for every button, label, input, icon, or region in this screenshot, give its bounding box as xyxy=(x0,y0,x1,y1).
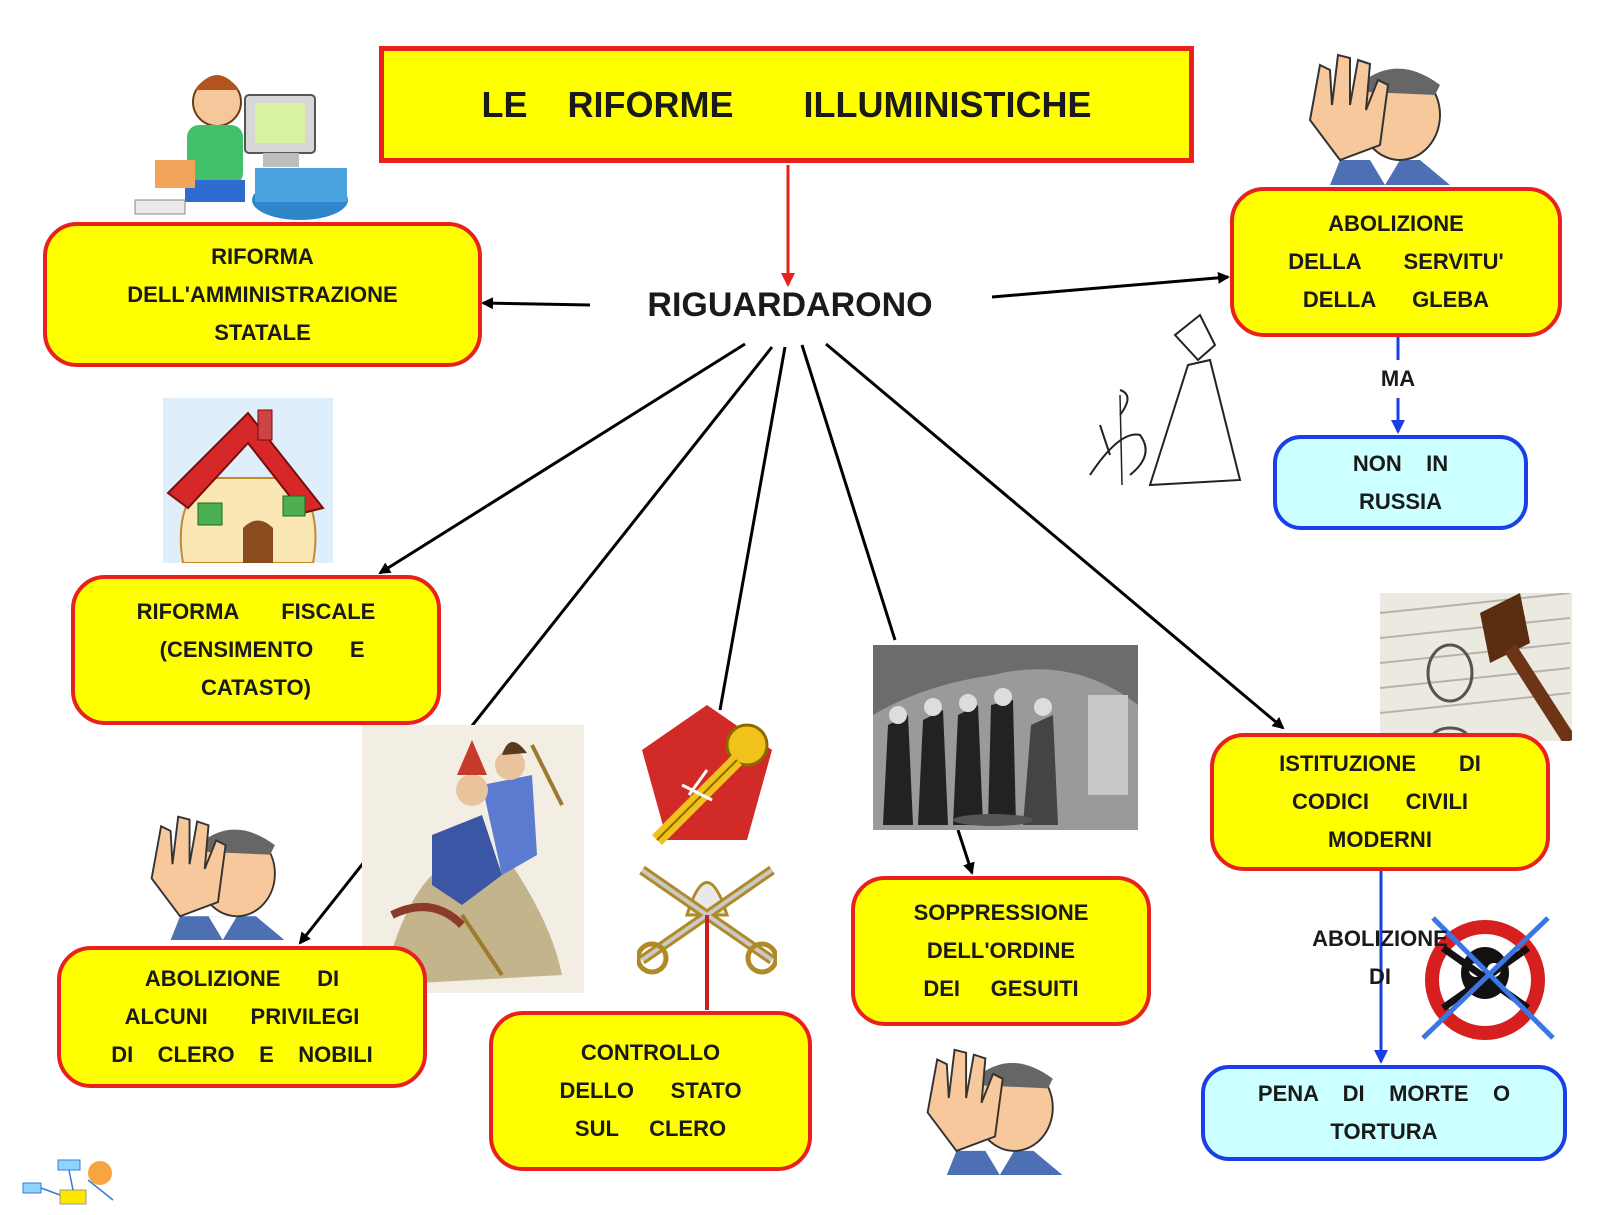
arrow-hub-to-servitu xyxy=(991,271,1230,299)
node-abolizione-servitu: ABOLIZIONE DELLA SERVITU' DELLA GLEBA xyxy=(1230,187,1562,337)
no-skull-sign xyxy=(1421,916,1555,1040)
node-riforma-fiscale: RIFORMA FISCALE (CENSIMENTO E CATASTO) xyxy=(71,575,441,725)
gavel-book-photo xyxy=(1380,593,1572,741)
line-hub-to-gesuiti xyxy=(800,344,897,641)
link-label-abolizione-di: ABOLIZIONE DI xyxy=(1312,926,1448,989)
hub-label: RIGUARDARONO xyxy=(647,285,933,324)
arrow-hub-to-codici xyxy=(825,342,1285,730)
hand-stop-picture xyxy=(1308,53,1450,185)
node-codici-civili: ISTITUZIONE DI CODICI CIVILI MODERNI xyxy=(1210,733,1550,871)
hand-stop-picture-2 xyxy=(150,815,285,940)
node-riforma-amministrazione: RIFORMA DELL'AMMINISTRAZIONE STATALE xyxy=(43,222,482,367)
cmap-logo xyxy=(22,1159,114,1205)
cross-and-figure-sketch xyxy=(1089,313,1242,487)
node-soppressione-gesuiti: SOPPRESSIONE DELL'ORDINE DEI GESUITI xyxy=(851,876,1151,1026)
node-abolizione-privilegi: ABOLIZIONE DI ALCUNI PRIVILEGI DI CLERO … xyxy=(57,946,427,1088)
arrow-hub-to-amministrazione xyxy=(481,297,591,310)
link-label-ma: MA xyxy=(1372,360,1424,398)
node-pena-di-morte: PENA DI MORTE O TORTURA xyxy=(1201,1065,1567,1161)
house-picture xyxy=(163,398,333,563)
node-non-in-russia: NON IN RUSSIA xyxy=(1273,435,1528,530)
title-box: LE RIFORME ILLUMINISTICHE xyxy=(379,46,1194,163)
papal-emblem xyxy=(637,705,777,1010)
arrow-hub-to-fiscale xyxy=(378,342,746,575)
jesuits-engraving xyxy=(873,645,1138,830)
arrow-engraving-to-gesuiti xyxy=(956,829,975,875)
node-controllo-clero: CONTROLLO DELLO STATO SUL CLERO xyxy=(489,1011,812,1171)
office-worker-picture xyxy=(134,75,348,220)
line-hub-to-clero xyxy=(718,346,787,711)
hand-stop-picture-3 xyxy=(926,1048,1063,1175)
